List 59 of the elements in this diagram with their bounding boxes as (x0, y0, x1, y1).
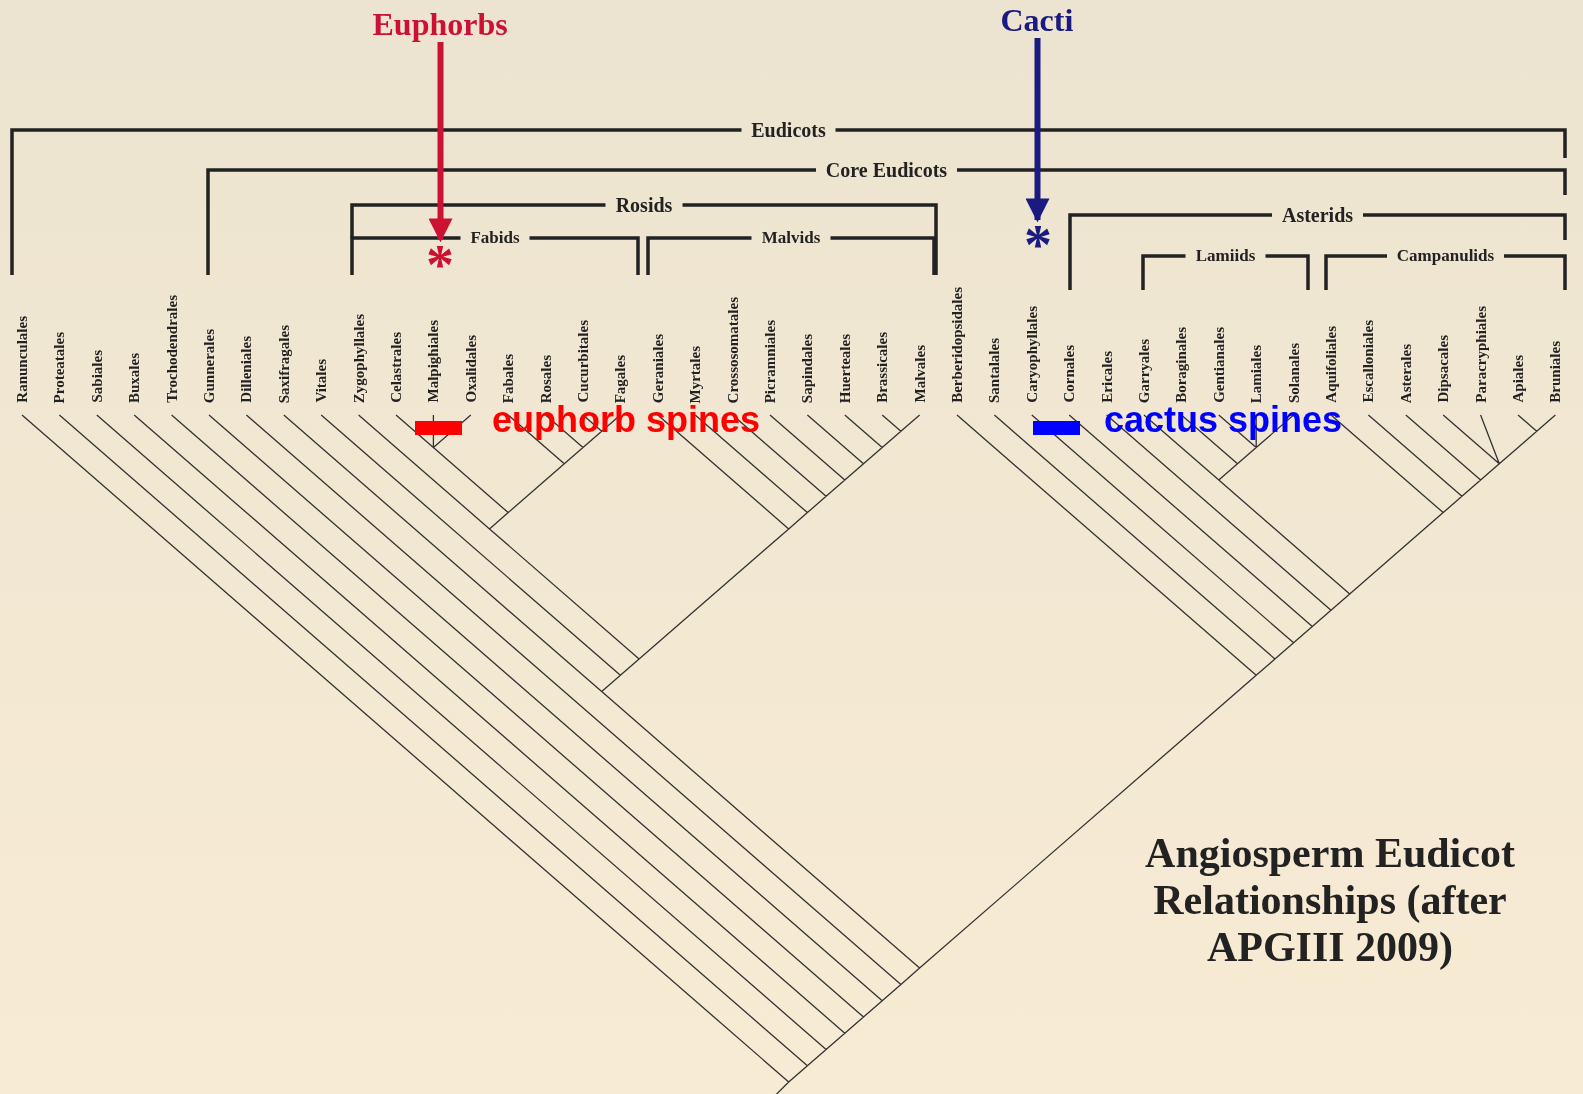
taxon-label: Proteatales (50, 332, 69, 404)
taxon-label: Buxales (125, 353, 144, 403)
taxon-label: Huerteales (835, 334, 854, 404)
clade-label: Lamiids (1194, 246, 1257, 266)
taxon-label: Malpighiales (424, 320, 443, 403)
legend-text: cactus spines (1104, 402, 1343, 438)
title: Angiosperm Eudicot Relationships (after APGIII 2009) (1144, 830, 1516, 972)
taxon-label: Solanales (1284, 343, 1303, 403)
taxon-label: Paracryphiales (1471, 306, 1490, 403)
clade-label: Fabids (469, 228, 521, 248)
taxon-label: Rosales (536, 355, 555, 404)
taxon-label: Picramniales (761, 320, 779, 404)
taxon-label: Sabiales (87, 350, 106, 403)
taxon-label: Myrtales (686, 346, 705, 404)
taxon-label: Aquifoliales (1322, 326, 1340, 403)
taxon-label: Dilleniales (237, 336, 256, 403)
taxon-label: Saxifragales (274, 325, 293, 404)
clade-label: Asterids (1280, 203, 1355, 227)
arrow (1025, 38, 1050, 223)
taxon-label: Trochodendrales (162, 295, 181, 403)
taxon-label: Celastrales (387, 332, 405, 403)
taxon-label: Malvales (910, 345, 929, 403)
taxon-label: Apiales (1509, 355, 1527, 403)
taxon-label: Gunnerales (200, 329, 218, 404)
taxon-label: Ericales (1097, 351, 1116, 403)
taxon-label: Escalloniales (1359, 320, 1378, 403)
group-label: Cacti (1000, 4, 1074, 36)
taxon-label: Boraginales (1172, 327, 1191, 403)
taxon-label: Garryales (1135, 339, 1153, 404)
taxon-label: Oxalidales (461, 335, 480, 403)
taxon-label: Bruniales (1546, 341, 1565, 403)
taxon-label: Sapindales (798, 334, 817, 404)
taxon-label: Asterales (1396, 344, 1415, 404)
taxon-label: Crossosomatales (723, 297, 742, 404)
taxon-label: Zygophyllales (349, 314, 368, 404)
taxon-label: Lamiales (1247, 345, 1266, 404)
taxon-label: Cornales (1060, 345, 1079, 403)
asterisk-mark: * (426, 241, 454, 283)
legend-text: euphorb spines (492, 402, 761, 438)
clade-label: Campanulids (1395, 246, 1496, 266)
taxon-label: Santalales (985, 338, 1004, 403)
taxon-label: Ranunculales (13, 316, 31, 403)
taxon-label: Gentianales (1209, 327, 1228, 403)
clade-label: Core Eudicots (824, 158, 949, 182)
arrow (428, 42, 453, 243)
taxon-label: Fagales (611, 355, 630, 404)
clade-label: Eudicots (750, 118, 827, 142)
taxon-label: Dipsacales (1434, 335, 1453, 403)
taxon-label: Caryophyllales (1022, 306, 1041, 403)
taxon-label: Brassicales (873, 332, 892, 403)
clade-label: Malvids (760, 228, 822, 248)
clade-label: Rosids (614, 193, 674, 217)
taxon-label: Vitales (312, 359, 331, 403)
asterisk-mark: * (1024, 221, 1052, 263)
taxon-label: Berberidopsidales (948, 287, 966, 403)
group-label: Euphorbs (372, 8, 508, 40)
taxon-label: Fabales (499, 354, 518, 404)
taxon-label: Cucurbitales (574, 320, 592, 403)
taxon-label: Geraniales (648, 334, 667, 404)
